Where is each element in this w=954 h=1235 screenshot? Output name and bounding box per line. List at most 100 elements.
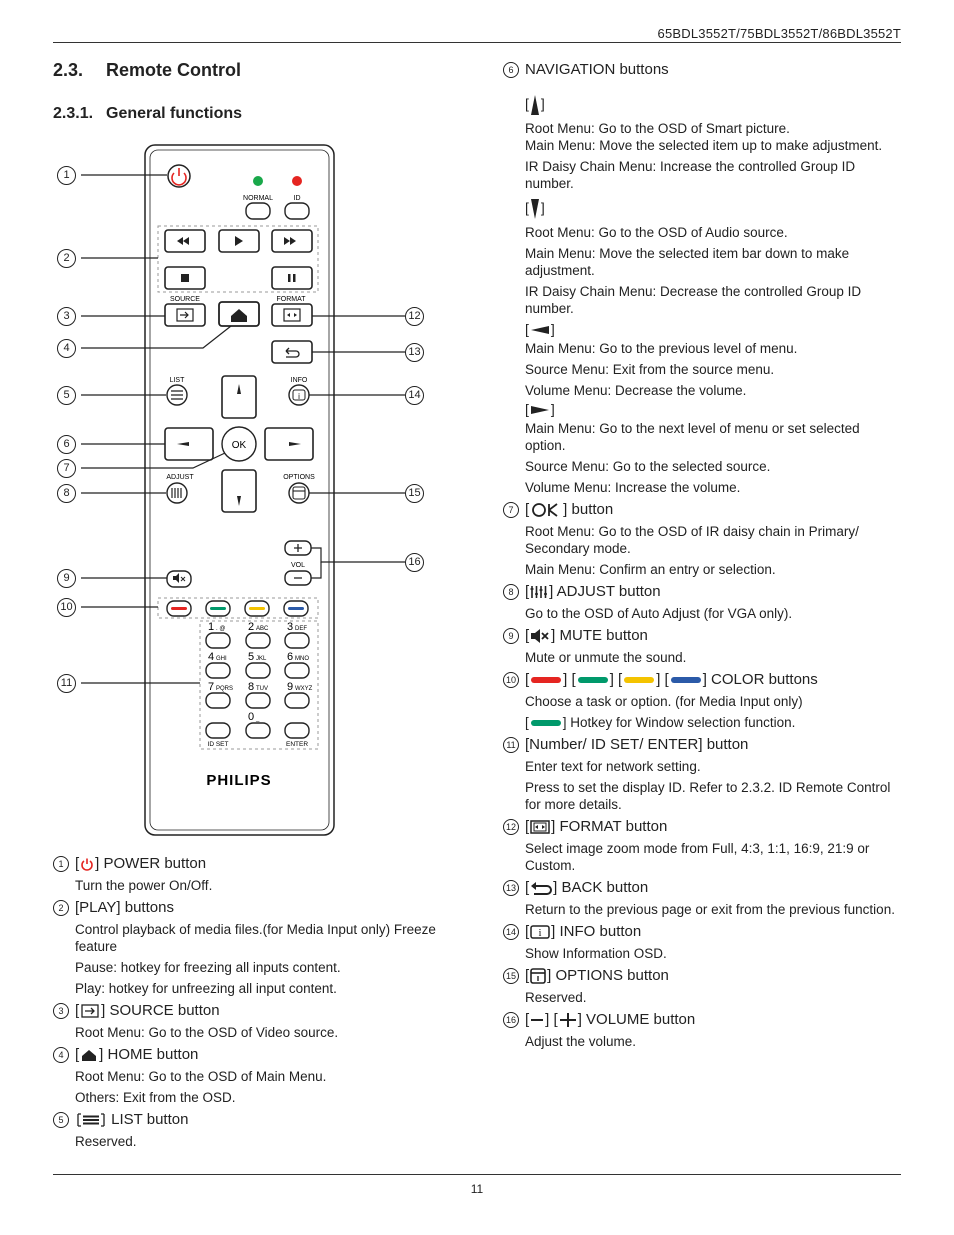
id-label: ID	[294, 195, 301, 202]
callout-9: 9	[57, 569, 76, 588]
svg-text:VOL: VOL	[291, 562, 305, 569]
yellow-bar-icon	[624, 677, 655, 683]
blue-bar-icon	[670, 677, 701, 683]
mute-description: 9[] MUTE button Mute or unmute the sound…	[503, 626, 901, 666]
enter-button	[284, 722, 310, 739]
svg-text:i: i	[539, 928, 542, 939]
rewind-button	[164, 229, 206, 253]
key-0-digit: 0	[248, 711, 254, 723]
svg-text:LIST: LIST	[170, 377, 186, 384]
adjust-button	[166, 482, 188, 504]
key-7-letters: PQRS	[216, 686, 233, 692]
volume-down-button	[284, 570, 312, 586]
callout-7: 7	[57, 459, 76, 478]
home-button	[218, 301, 260, 327]
nav-down-icon	[530, 199, 539, 219]
red-bar-icon	[531, 677, 562, 683]
info-button: i	[288, 384, 310, 406]
list-icon	[77, 1113, 105, 1127]
ok-description: 7[] button Root Menu: Go to the OSD of I…	[503, 500, 901, 578]
nav-left-icon	[530, 326, 549, 335]
ok-button: OK	[221, 426, 257, 462]
format-description: 12[] FORMAT button Select image zoom mod…	[503, 817, 901, 874]
callout-10: 10	[57, 598, 76, 617]
callout-2: 2	[57, 249, 76, 268]
volume-up-button	[284, 540, 312, 556]
key-2-button	[245, 632, 271, 649]
key-8-button	[245, 692, 271, 709]
svg-text:OPTIONS: OPTIONS	[283, 474, 315, 481]
subsection-heading: 2.3.1.General functions	[53, 105, 243, 122]
svg-text:i: i	[298, 392, 300, 401]
power-description: 1[] POWER button Turn the power On/Off.	[53, 854, 453, 894]
back-description: 13[] BACK button Return to the previous …	[503, 878, 901, 918]
callout-1: 1	[57, 166, 76, 185]
color-button-green	[205, 600, 231, 617]
key-3-digit: 3	[287, 621, 293, 633]
callout-11: 11	[57, 674, 76, 693]
play-description: 2[PLAY] buttons Control playback of medi…	[53, 898, 453, 997]
color-button-red	[166, 600, 192, 617]
home-description: 4[] HOME button Root Menu: Go to the OSD…	[53, 1045, 453, 1106]
key-3-letters: DEF	[295, 626, 307, 632]
key-4-digit: 4	[208, 651, 214, 663]
mute-button	[166, 570, 192, 588]
key-4-button	[205, 662, 231, 679]
id-set-button	[205, 722, 231, 739]
source-description: 3[] SOURCE button Root Menu: Go to the O…	[53, 1001, 453, 1041]
normal-label: NORMAL	[243, 195, 273, 202]
list-description: 5 LIST button Reserved.	[53, 1110, 453, 1150]
stop-button	[164, 266, 206, 290]
minus-icon	[531, 1019, 544, 1021]
page-number: 11	[470, 1182, 484, 1196]
power-icon	[81, 858, 93, 871]
svg-text:INFO: INFO	[291, 377, 308, 384]
brand-logo: PHILIPS	[206, 772, 271, 789]
green-bar-icon	[530, 720, 561, 727]
fast-forward-button	[271, 229, 313, 253]
key-6-button	[284, 662, 310, 679]
pause-button	[271, 266, 313, 290]
mute-icon	[531, 629, 549, 643]
left-descriptions: 1[] POWER button Turn the power On/Off. …	[53, 854, 453, 1154]
section-heading: 2.3.Remote Control	[53, 60, 241, 80]
key-2-digit: 2	[248, 621, 254, 633]
key-7-digit: 7	[208, 681, 214, 693]
svg-text:ADJUST: ADJUST	[166, 474, 194, 481]
volume-description: 16[] [] VOLUME button Adjust the volume.	[503, 1010, 901, 1050]
color-button-blue	[283, 600, 309, 617]
key-9-digit: 9	[287, 681, 293, 693]
source-icon	[81, 1004, 99, 1018]
key-1-button	[205, 632, 231, 649]
svg-text:ENTER: ENTER	[286, 741, 308, 748]
nav-up-icon	[530, 95, 539, 115]
svg-text:SOURCE: SOURCE	[170, 296, 200, 303]
key-6-digit: 6	[287, 651, 293, 663]
key-8-digit: 8	[248, 681, 254, 693]
callout-3: 3	[57, 307, 76, 326]
options-icon	[530, 968, 546, 984]
key-5-digit: 5	[248, 651, 254, 663]
callout-4: 4	[57, 339, 76, 358]
nav-right-icon	[530, 406, 549, 415]
callout-14: 14	[405, 386, 424, 405]
options-button	[288, 482, 310, 504]
options-description: 15[] OPTIONS button Reserved.	[503, 966, 901, 1006]
key-5-button	[245, 662, 271, 679]
callout-8: 8	[57, 484, 76, 503]
key-0-letters: _	[255, 716, 260, 722]
green-bar-icon	[577, 677, 608, 683]
play-button	[218, 229, 260, 253]
back-button	[271, 340, 313, 364]
key-5-letters: JKL	[256, 656, 267, 662]
key-6-letters: MNO	[295, 656, 309, 662]
key-9-letters: WXYZ	[295, 686, 313, 692]
callout-12: 12	[405, 307, 424, 326]
ok-icon	[532, 503, 558, 517]
callout-16: 16	[405, 553, 424, 572]
nav-down-button	[221, 469, 257, 513]
key-9-button	[284, 692, 310, 709]
adjust-description: 8[] ADJUST button Go to the OSD of Auto …	[503, 582, 901, 622]
